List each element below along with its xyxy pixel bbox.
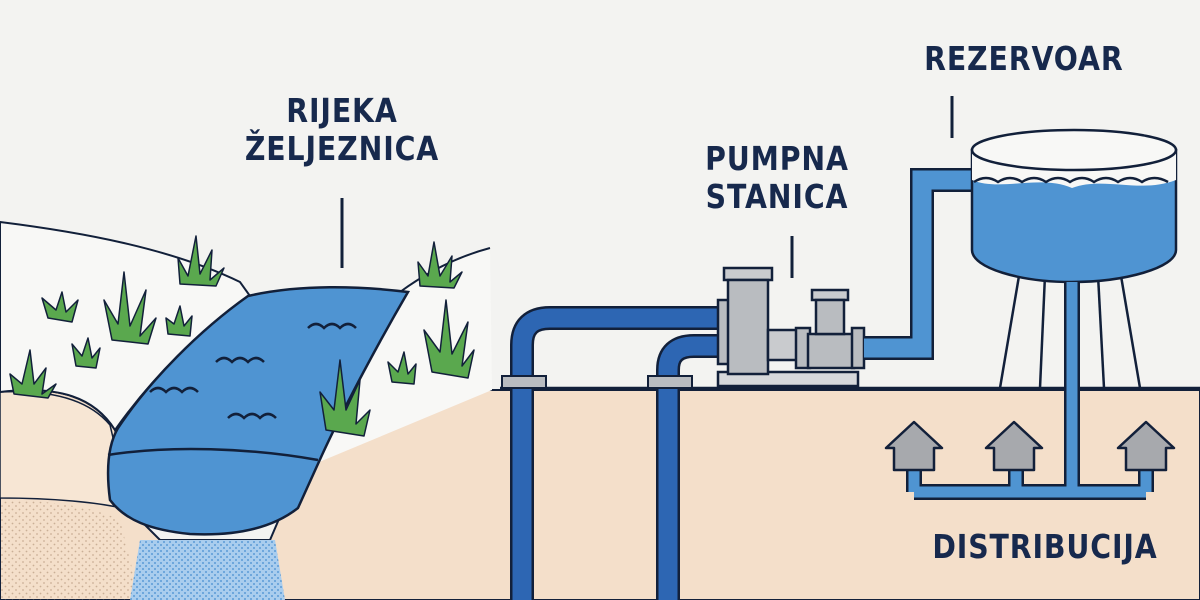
label-pump-station-line-2: STANICA bbox=[705, 177, 849, 216]
grass-tuft-icon bbox=[71, 337, 101, 369]
grass-tuft-icon bbox=[423, 299, 475, 379]
water-ripples bbox=[149, 322, 357, 420]
label-reservoir-text: REZERVOAR bbox=[924, 39, 1124, 78]
label-distribution-text: DISTRIBUCIJA bbox=[932, 527, 1158, 566]
label-river-line-2: ŽELJEZNICA bbox=[244, 129, 440, 168]
label-river: RIJEKA ŽELJEZNICA bbox=[230, 92, 454, 168]
grass-tuft-icon bbox=[417, 241, 463, 289]
label-river-line-1: RIJEKA bbox=[286, 91, 398, 130]
grass-tuft-icon bbox=[41, 291, 79, 323]
house-icon bbox=[984, 420, 1044, 472]
grass-tuft-icon bbox=[165, 305, 193, 337]
house-icon bbox=[884, 420, 944, 472]
pump-icon bbox=[716, 266, 866, 388]
house-icon bbox=[1116, 420, 1176, 472]
grass-tufts bbox=[9, 235, 475, 437]
grass-tuft-icon bbox=[177, 235, 225, 287]
houses bbox=[884, 420, 1176, 472]
grass-tuft-icon bbox=[103, 271, 157, 345]
label-pump-station-line-1: PUMPNA bbox=[705, 139, 849, 178]
label-distribution: DISTRIBUCIJA bbox=[929, 528, 1161, 566]
supply-pipe bbox=[864, 168, 972, 360]
label-leaders bbox=[340, 96, 954, 278]
water-tower-icon bbox=[970, 128, 1178, 389]
river-zeljeznica bbox=[106, 285, 411, 600]
label-reservoir: REZERVOAR bbox=[924, 39, 1124, 78]
distribution-network bbox=[906, 282, 1154, 500]
intake-pipes bbox=[501, 306, 730, 600]
label-pump-station: PUMPNA STANICA bbox=[695, 140, 858, 216]
grass-tuft-icon bbox=[387, 351, 417, 385]
grass-tuft-icon bbox=[9, 349, 57, 399]
grass-tuft-icon bbox=[319, 359, 371, 437]
